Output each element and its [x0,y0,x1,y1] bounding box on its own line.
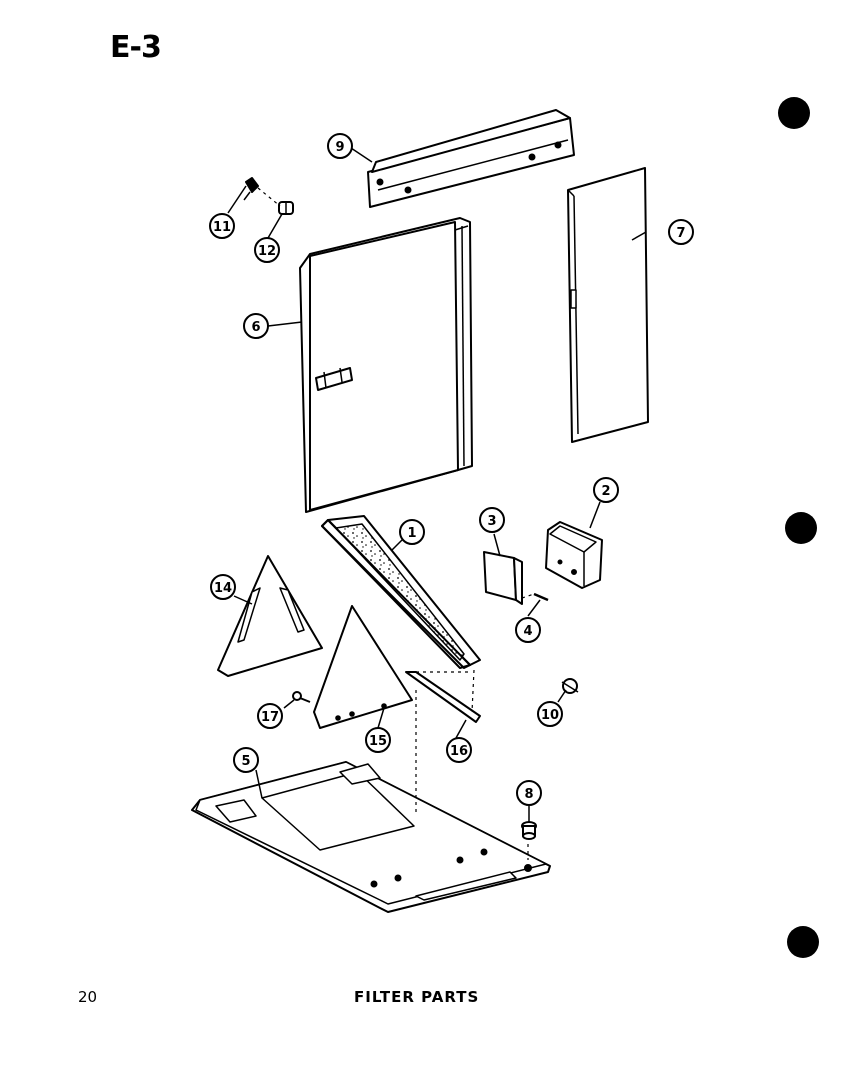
part-9-grommet [521,821,537,840]
callout-14: 14 [210,574,236,600]
part-2-control-box [545,521,603,589]
callout-4: 4 [515,617,541,643]
part-5-base-pan [191,761,551,913]
callout-11: 11 [209,213,235,239]
binder-hole-bottom [787,926,819,958]
svg-text:9: 9 [335,140,344,155]
part-10-plug [561,678,579,694]
callout-6: 6 [243,313,269,339]
svg-text:7: 7 [676,226,685,241]
callout-10: 10 [537,701,563,727]
binder-hole-top [778,97,810,129]
callout-8: 9 [327,133,353,159]
page-number: 20 [78,988,98,1006]
part-17-screw [292,691,311,703]
svg-text:14: 14 [214,581,232,596]
part-7-side-panel [567,167,649,443]
part-11-hinge-pin [243,177,259,201]
part-6-front-panel [299,217,473,513]
binder-hole-middle [785,512,817,544]
callout-5: 5 [233,747,259,773]
svg-text:12: 12 [258,244,276,259]
svg-text:16: 16 [450,744,468,759]
part-3-bracket [483,551,523,605]
callout-1: 1 [399,519,425,545]
svg-text:15: 15 [369,734,387,749]
callout-2: 2 [593,477,619,503]
part-16-strip [405,671,481,723]
part-15-triangle-panel [313,605,413,729]
part-8-top-rail [367,109,575,208]
svg-text:10: 10 [541,708,559,723]
callout-15: 15 [365,727,391,753]
svg-text:4: 4 [523,624,532,639]
page-caption: FILTER PARTS [354,988,480,1006]
svg-text:8: 8 [524,787,533,802]
callout-7: 7 [668,219,694,245]
part-14-triangle-panel [217,555,323,677]
svg-text:5: 5 [241,754,250,769]
part-12-knob [278,201,294,215]
callout-12: 12 [254,237,280,263]
svg-text:2: 2 [601,484,610,499]
svg-text:1: 1 [407,526,416,541]
svg-text:17: 17 [261,710,279,725]
part-1-filter [321,515,481,669]
callout-3: 3 [479,507,505,533]
callout-17: 17 [257,703,283,729]
callout-9: 8 [516,780,542,806]
svg-text:6: 6 [251,320,260,335]
part-4-screw [533,592,549,602]
explode-guide-lines [257,187,535,860]
svg-text:11: 11 [213,220,231,235]
callout-16: 16 [446,737,472,763]
section-code: E-3 [110,30,162,65]
svg-text:3: 3 [487,514,496,529]
